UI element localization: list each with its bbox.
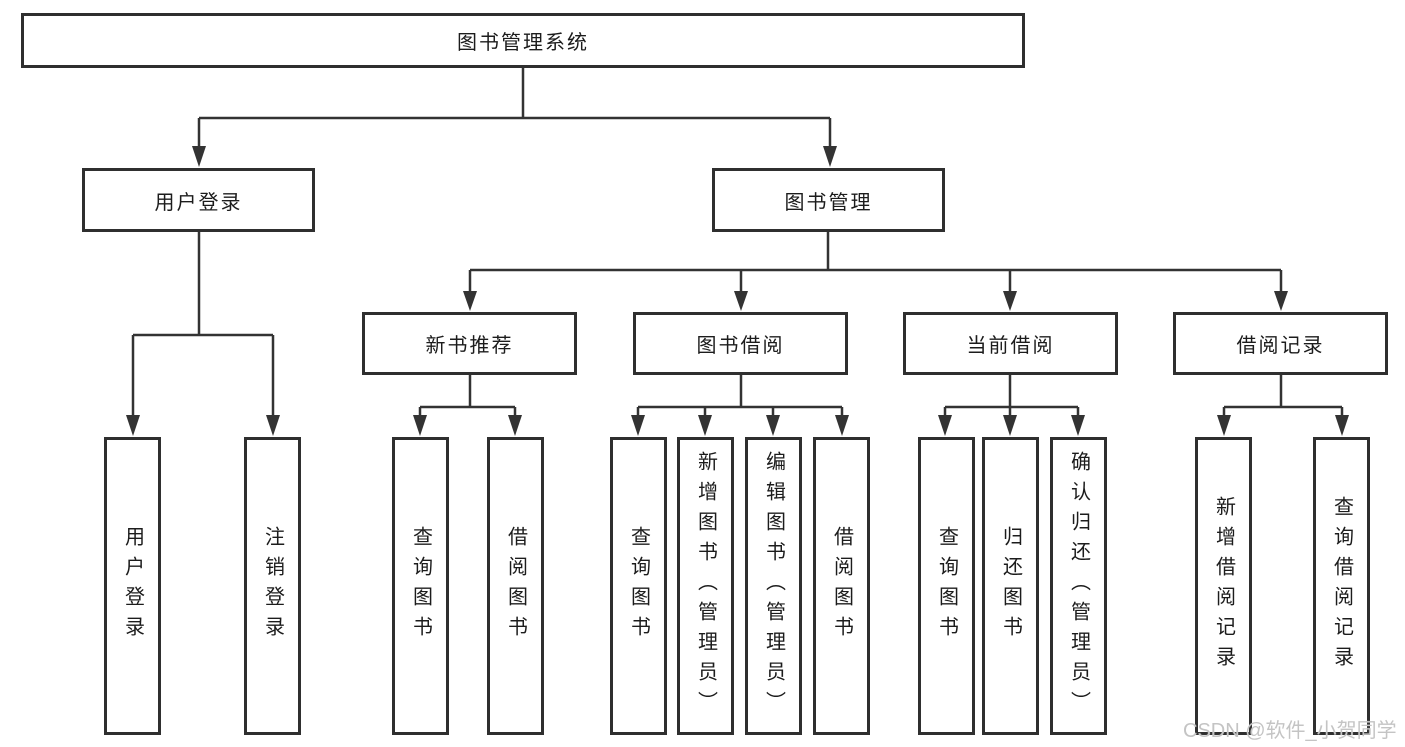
- leaf-borrow-query-book-label: 查询图书: [627, 526, 650, 646]
- node-root-label: 图书管理系统: [457, 32, 589, 54]
- node-user-login-label: 用户登录: [154, 191, 243, 214]
- node-root: 图书管理系统: [21, 13, 1025, 68]
- leaf-current-return-book: 归还图书: [982, 437, 1039, 735]
- node-user-login: 用户登录: [82, 168, 315, 232]
- leaf-recommend-query-book: 查询图书: [392, 437, 449, 735]
- leaf-borrow-borrow-book: 借阅图书: [813, 437, 870, 735]
- leaf-borrow-add-book-admin: 新增图书（管理员）: [677, 437, 734, 735]
- leaf-record-query-borrow-record-label: 查询借阅记录: [1330, 496, 1353, 676]
- leaf-recommend-borrow-book: 借阅图书: [487, 437, 544, 735]
- leaf-recommend-query-book-label: 查询图书: [409, 526, 432, 646]
- leaf-current-query-book-label: 查询图书: [935, 526, 958, 646]
- node-book-borrow: 图书借阅: [633, 312, 848, 375]
- leaf-borrow-edit-book-admin: 编辑图书（管理员）: [745, 437, 802, 735]
- node-book-borrow-label: 图书借阅: [696, 335, 785, 357]
- leaf-record-add-borrow-record: 新增借阅记录: [1195, 437, 1252, 735]
- leaf-current-query-book: 查询图书: [918, 437, 975, 735]
- leaf-current-confirm-return-admin: 确认归还（管理员）: [1050, 437, 1107, 735]
- leaf-borrow-borrow-book-label: 借阅图书: [830, 526, 853, 646]
- node-current-borrow-label: 当前借阅: [966, 335, 1055, 357]
- leaf-logout: 注销登录: [244, 437, 301, 735]
- node-borrow-record-label: 借阅记录: [1236, 335, 1325, 357]
- leaf-logout-label: 注销登录: [261, 526, 284, 646]
- node-book-management-label: 图书管理: [784, 191, 873, 214]
- node-new-book-recommend-label: 新书推荐: [425, 335, 514, 357]
- csdn-watermark: CSDN @软件_小贺同学: [1183, 720, 1397, 742]
- leaf-record-add-borrow-record-label: 新增借阅记录: [1212, 496, 1235, 676]
- node-current-borrow: 当前借阅: [903, 312, 1118, 375]
- node-borrow-record: 借阅记录: [1173, 312, 1388, 375]
- leaf-user-login: 用户登录: [104, 437, 161, 735]
- leaf-borrow-query-book: 查询图书: [610, 437, 667, 735]
- leaf-user-login-label: 用户登录: [121, 526, 144, 646]
- leaf-record-query-borrow-record: 查询借阅记录: [1313, 437, 1370, 735]
- leaf-borrow-add-book-admin-label: 新增图书（管理员）: [694, 451, 717, 721]
- connector-arrowheads: [126, 146, 1349, 436]
- leaf-current-confirm-return-admin-label: 确认归还（管理员）: [1067, 451, 1090, 721]
- node-book-management: 图书管理: [712, 168, 945, 232]
- connector-lines: [131, 68, 1344, 419]
- node-new-book-recommend: 新书推荐: [362, 312, 577, 375]
- leaf-current-return-book-label: 归还图书: [999, 526, 1022, 646]
- leaf-borrow-edit-book-admin-label: 编辑图书（管理员）: [762, 451, 785, 721]
- leaf-recommend-borrow-book-label: 借阅图书: [504, 526, 527, 646]
